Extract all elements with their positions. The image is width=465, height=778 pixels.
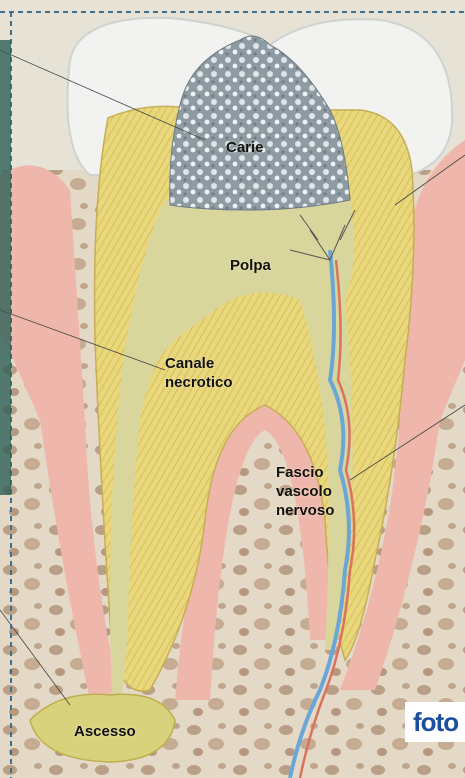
label-carie: Carie [226,138,264,157]
label-polpa: Polpa [230,256,271,275]
label-canale-necrotico: Canale necrotico [165,354,233,392]
label-fascio-vascolo-nervoso: Fascio vascolo nervoso [276,463,334,520]
label-fascio-line1: Fascio [276,463,334,482]
watermark-logo: foto [405,702,465,742]
left-photo-strip [0,40,11,495]
label-fascio-line2: vascolo [276,482,334,501]
label-canale-line1: Canale [165,354,233,373]
label-ascesso: Ascesso [74,722,136,741]
label-canale-line2: necrotico [165,373,233,392]
label-fascio-line3: nervoso [276,501,334,520]
